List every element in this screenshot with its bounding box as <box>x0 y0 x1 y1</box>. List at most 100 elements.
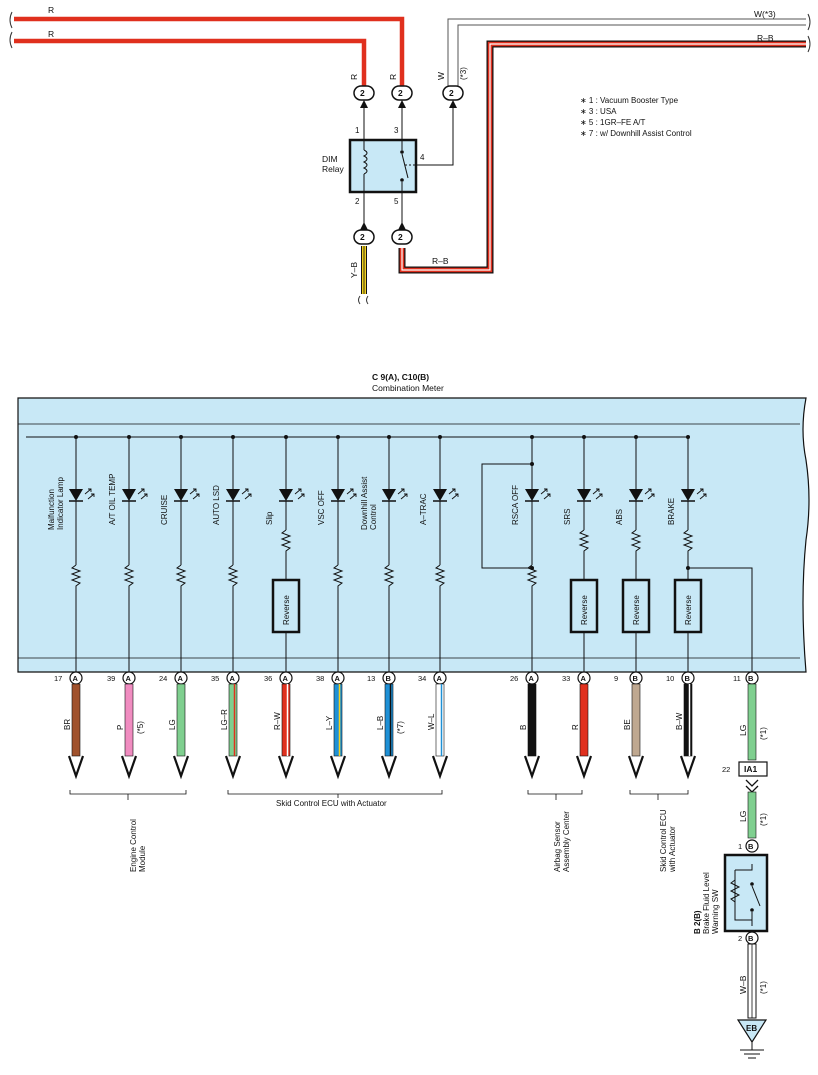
ground-eb: EB <box>736 1019 768 1059</box>
group-skid: Skid Control ECU with Actuator <box>276 799 387 808</box>
pin-number: 38 <box>316 674 324 683</box>
indicator-label: Slip <box>265 511 274 525</box>
break-mark-left <box>9 11 13 49</box>
pin-number: 24 <box>159 674 167 683</box>
indicator-label: A/T OIL TEMP <box>108 474 117 525</box>
meter-name: Combination Meter <box>372 383 444 393</box>
wire <box>281 683 291 757</box>
svg-text:B: B <box>633 674 639 683</box>
svg-text:2: 2 <box>398 88 403 98</box>
svg-text:A: A <box>73 674 79 683</box>
brake-sw-label-2: Warning SW <box>711 889 720 934</box>
reverse-box <box>271 578 301 634</box>
pin-number: 33 <box>562 674 570 683</box>
wire-color-label: LG–R <box>220 709 229 730</box>
arrow-icon <box>329 755 347 780</box>
group-ecm-2: Module <box>138 845 147 872</box>
wire-color-label: L–B <box>376 716 385 730</box>
vwire-label-r-2: R <box>388 74 398 80</box>
brake-sw-id: B 2(B) <box>693 910 702 934</box>
wire-rb-stripe <box>401 43 806 271</box>
wire-label-rb-top: R–B <box>757 33 774 43</box>
reverse-label: Reverse <box>282 595 291 625</box>
led-icon <box>226 489 240 501</box>
relay-label-2: Relay <box>322 164 344 174</box>
led-icon <box>577 489 591 501</box>
wire-color-label: LG <box>168 719 177 730</box>
wire-color-label: R–W <box>273 712 282 730</box>
svg-text:2: 2 <box>360 88 365 98</box>
wire-color-label: L–Y <box>325 715 334 730</box>
indicator-label: BRAKE <box>667 498 676 525</box>
connector-top-1: 2 <box>353 85 375 108</box>
indicator-2: A/T OIL TEMP <box>108 435 148 672</box>
arrow-icon <box>224 755 242 780</box>
pin-number: 36 <box>264 674 272 683</box>
svg-text:LG: LG <box>738 811 748 822</box>
arrow-icon <box>172 755 190 780</box>
pin-number: 26 <box>510 674 518 683</box>
wire-w-outer <box>447 18 806 88</box>
arrow-icon <box>523 755 541 780</box>
arrow-icon <box>67 755 85 780</box>
pin-number: 10 <box>666 674 674 683</box>
led-icon <box>331 489 345 501</box>
svg-text:A: A <box>581 674 587 683</box>
svg-text:1: 1 <box>738 842 742 851</box>
wire-r-1 <box>14 16 405 88</box>
relay-pin-3: 3 <box>394 126 399 135</box>
group-skid2-2: with Actuator <box>668 826 677 873</box>
arrow-icon <box>380 755 398 780</box>
pin-number: 17 <box>54 674 62 683</box>
svg-text:B: B <box>748 674 754 683</box>
relay-label-1: DIM <box>322 154 338 164</box>
svg-text:A: A <box>230 674 236 683</box>
indicator-label: Downhill Assist <box>360 476 369 530</box>
wire-color-label: P <box>116 725 125 730</box>
svg-text:(*1): (*1) <box>759 981 768 994</box>
wire-color-label: B–W <box>675 712 684 730</box>
reverse-label: Reverse <box>580 595 589 625</box>
notes: ∗ 1 : Vacuum Booster Type ∗ 3 : USA ∗ 5 … <box>580 96 692 138</box>
wire-label-r-2: R <box>48 29 54 39</box>
wire <box>124 683 134 757</box>
svg-text:A: A <box>178 674 184 683</box>
relay-pin-5: 5 <box>394 197 399 206</box>
wire <box>384 683 394 757</box>
arrow-icon <box>277 755 295 780</box>
svg-text:2: 2 <box>398 232 403 242</box>
svg-text:EB: EB <box>746 1024 757 1033</box>
note-1: ∗ 1 : Vacuum Booster Type <box>580 96 679 105</box>
note-2: ∗ 3 : USA <box>580 107 617 116</box>
group-ecm-1: Engine Control <box>129 819 138 872</box>
rsca-branch <box>481 437 533 569</box>
svg-text:A: A <box>335 674 341 683</box>
brake-tap <box>688 567 753 672</box>
arrow-icon <box>575 755 593 780</box>
svg-text:A: A <box>126 674 132 683</box>
note-4: ∗ 7 : w/ Downhill Assist Control <box>580 129 692 138</box>
svg-text:B: B <box>748 934 754 943</box>
indicator-8: A–TRAC <box>419 435 459 672</box>
indicator-label: AUTO LSD <box>212 485 221 525</box>
vwire-label-r-1: R <box>349 74 359 80</box>
wire <box>435 683 445 757</box>
connector-relay-bottom-1: 2 <box>353 222 375 245</box>
svg-text:LG: LG <box>738 725 748 736</box>
wire-color-label: W–L <box>427 713 436 730</box>
indicator-label: A–TRAC <box>419 493 428 525</box>
wire-note: (*7) <box>396 721 405 734</box>
led-icon <box>382 489 396 501</box>
svg-text:22: 22 <box>722 765 730 774</box>
dim-relay <box>348 138 418 194</box>
indicator-label: VSC OFF <box>317 490 326 525</box>
wire <box>631 683 641 757</box>
